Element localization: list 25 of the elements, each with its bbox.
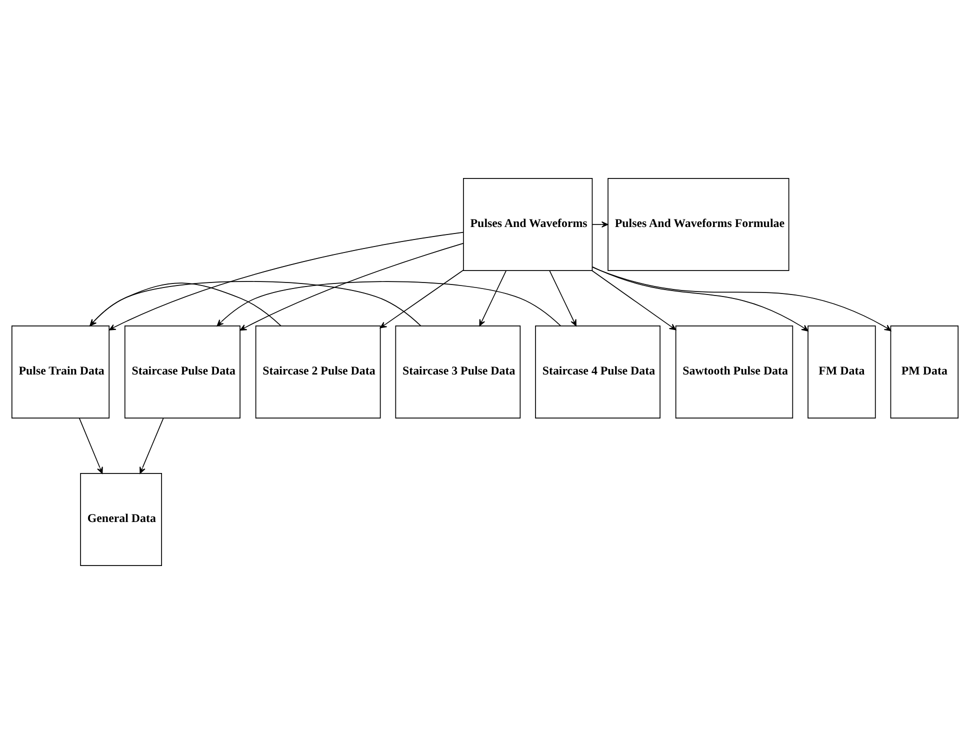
node-box: Pulses And Waveforms Formulae [608, 178, 790, 271]
arrow [140, 418, 164, 474]
arrow [592, 221, 608, 228]
arrow [479, 270, 507, 326]
node-box: Staircase Pulse Data [124, 326, 240, 418]
arrow [592, 266, 892, 332]
node-box: Sawtooth Pulse Data [675, 326, 794, 418]
arrow [240, 242, 464, 331]
node-box: Pulse Train Data [11, 326, 110, 418]
node-box: General Data [80, 473, 162, 566]
node-box: FM Data [808, 326, 876, 418]
node-box: Pulses And Waveforms [463, 178, 593, 271]
node-box: Staircase 4 Pulse Data [535, 326, 660, 418]
node-box: Staircase 2 Pulse Data [255, 326, 381, 418]
arrow [90, 281, 422, 326]
arrow [216, 281, 562, 326]
node-box: Staircase 3 Pulse Data [395, 326, 521, 418]
arrow [78, 418, 103, 474]
arrow [592, 270, 676, 330]
arrow [90, 282, 282, 326]
node-box: PM Data [890, 326, 959, 418]
arrow [592, 266, 808, 332]
arrow [109, 232, 464, 330]
arrow [549, 270, 576, 326]
arrow [380, 270, 464, 328]
